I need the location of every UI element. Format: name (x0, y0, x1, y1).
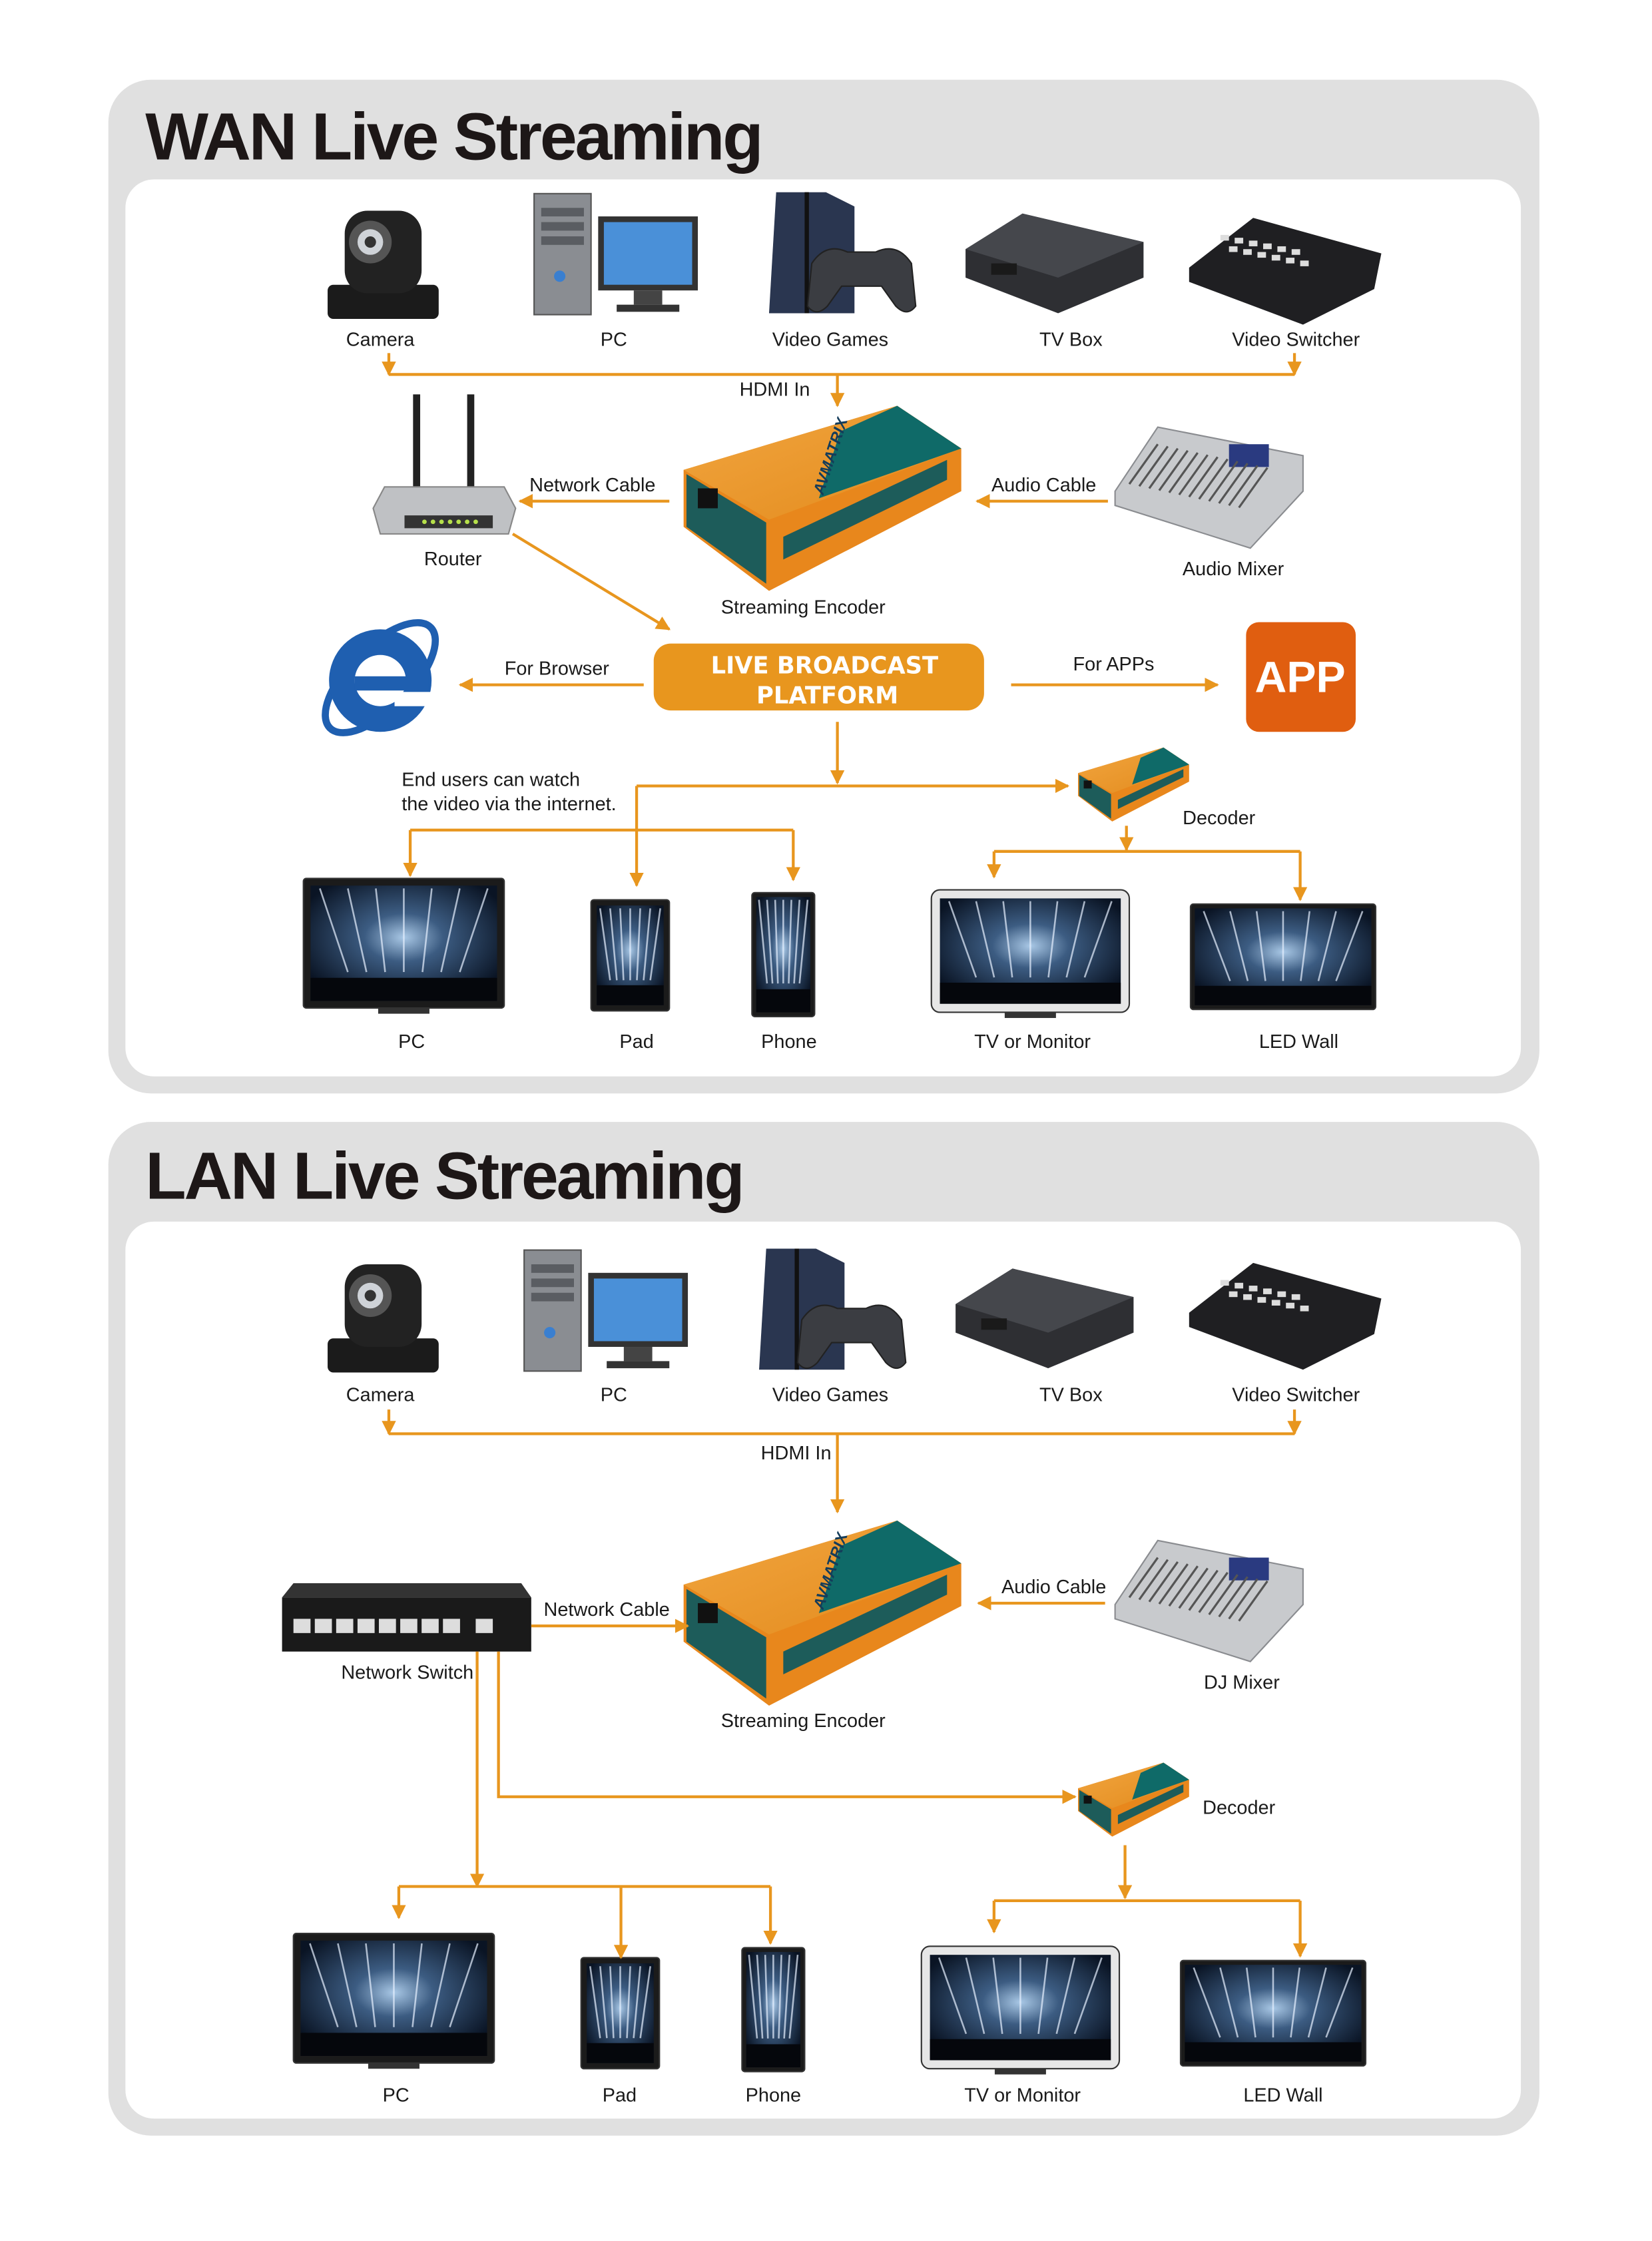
tablet-screen (590, 899, 671, 1012)
lan-label-tv-box: TV Box (1039, 1384, 1103, 1405)
lan-decoder-icon (1078, 1762, 1189, 1837)
tv-box-icon (965, 213, 1144, 314)
lan-label-video-switcher: Video Switcher (1232, 1384, 1360, 1405)
label-for-browser: For Browser (505, 658, 610, 680)
app-tile: APP (1246, 622, 1356, 732)
label-video-games: Video Games (772, 330, 888, 351)
video-switcher-icon (1189, 218, 1382, 325)
lan-label-camera: Camera (346, 1384, 415, 1405)
lan-label-streaming-encoder: Streaming Encoder (721, 1710, 886, 1732)
label-network-cable: Network Cable (529, 475, 655, 496)
label-display-tv: TV or Monitor (974, 1031, 1091, 1053)
live-broadcast-platform: LIVE BROADCAST PLATFORM (653, 643, 984, 711)
camera-icon (328, 210, 439, 320)
desktop-pc-icon (523, 1249, 688, 1372)
lan-label-video-games: Video Games (772, 1384, 888, 1405)
desktop-pc-icon (533, 192, 698, 316)
lan-label-decoder: Decoder (1203, 1797, 1275, 1818)
label-display-pad: Pad (619, 1031, 653, 1053)
label-for-apps: For APPs (1073, 654, 1155, 675)
lan-phone-screen (741, 1947, 806, 2073)
lan-label-display-led-wall: LED Wall (1243, 2085, 1322, 2106)
router-to-platform-arrow (511, 533, 671, 631)
network-switch-icon (282, 1583, 531, 1652)
streaming-encoder-icon (683, 405, 962, 591)
audio-mixer-icon (1114, 426, 1304, 549)
video-switcher-icon (1189, 1262, 1382, 1370)
led-wall-screen (1189, 903, 1377, 1011)
lan-streaming-encoder-icon (683, 1520, 962, 1706)
lan-label-hdmi-in: HDMI In (761, 1443, 832, 1464)
router-icon (372, 394, 517, 535)
lan-label-audio-cable: Audio Cable (1001, 1577, 1106, 1598)
label-display-pc: PC (398, 1031, 425, 1053)
decoder-icon (1078, 747, 1189, 822)
end-users-note-1: End users can watch (402, 769, 580, 790)
camera-icon (328, 1264, 439, 1373)
switch-to-decoder-arrow (497, 1651, 1077, 1804)
label-streaming-encoder: Streaming Encoder (721, 597, 886, 619)
lan-led-wall-screen (1179, 1959, 1367, 2067)
end-users-note-2: the video via the internet. (402, 794, 616, 815)
phone-screen (751, 891, 816, 1017)
internet-explorer-icon (322, 619, 439, 736)
label-router: Router (424, 549, 482, 570)
lan-label-dj-mixer: DJ Mixer (1204, 1672, 1280, 1693)
lan-label-display-tv: TV or Monitor (964, 2085, 1081, 2106)
platform-line2: PLATFORM (756, 682, 898, 709)
lan-label-pc: PC (601, 1384, 627, 1405)
label-decoder: Decoder (1183, 808, 1255, 829)
tv-box-icon (956, 1268, 1134, 1369)
lan-title: LAN Live Streaming (145, 1139, 742, 1214)
label-audio-mixer: Audio Mixer (1183, 559, 1284, 580)
wan-title: WAN Live Streaming (145, 100, 761, 174)
label-pc: PC (601, 330, 627, 351)
label-display-led-wall: LED Wall (1259, 1031, 1338, 1053)
lan-label-display-pc: PC (383, 2085, 410, 2106)
lan-tv-monitor-screen (920, 1945, 1121, 2075)
label-video-switcher: Video Switcher (1232, 330, 1360, 351)
game-console-icon (758, 1248, 907, 1370)
lan-label-display-phone: Phone (746, 2085, 801, 2106)
lan-label-network-cable: Network Cable (544, 1599, 670, 1620)
lan-label-display-pad: Pad (603, 2085, 637, 2106)
label-hdmi-in: HDMI In (740, 379, 810, 401)
lan-pc-monitor-screen (292, 1933, 495, 2069)
label-tv-box: TV Box (1039, 330, 1103, 351)
app-label: APP (1254, 652, 1345, 702)
lan-label-network-switch: Network Switch (341, 1662, 473, 1683)
lan-tablet-screen (580, 1957, 661, 2070)
pc-monitor-screen (302, 877, 505, 1014)
dj-mixer-icon (1114, 1539, 1304, 1662)
tv-monitor-screen (930, 889, 1131, 1019)
label-camera: Camera (346, 330, 415, 351)
game-console-icon (768, 192, 917, 314)
label-audio-cable: Audio Cable (991, 475, 1096, 496)
platform-line1: LIVE BROADCAST (711, 652, 939, 680)
label-display-phone: Phone (761, 1031, 816, 1053)
